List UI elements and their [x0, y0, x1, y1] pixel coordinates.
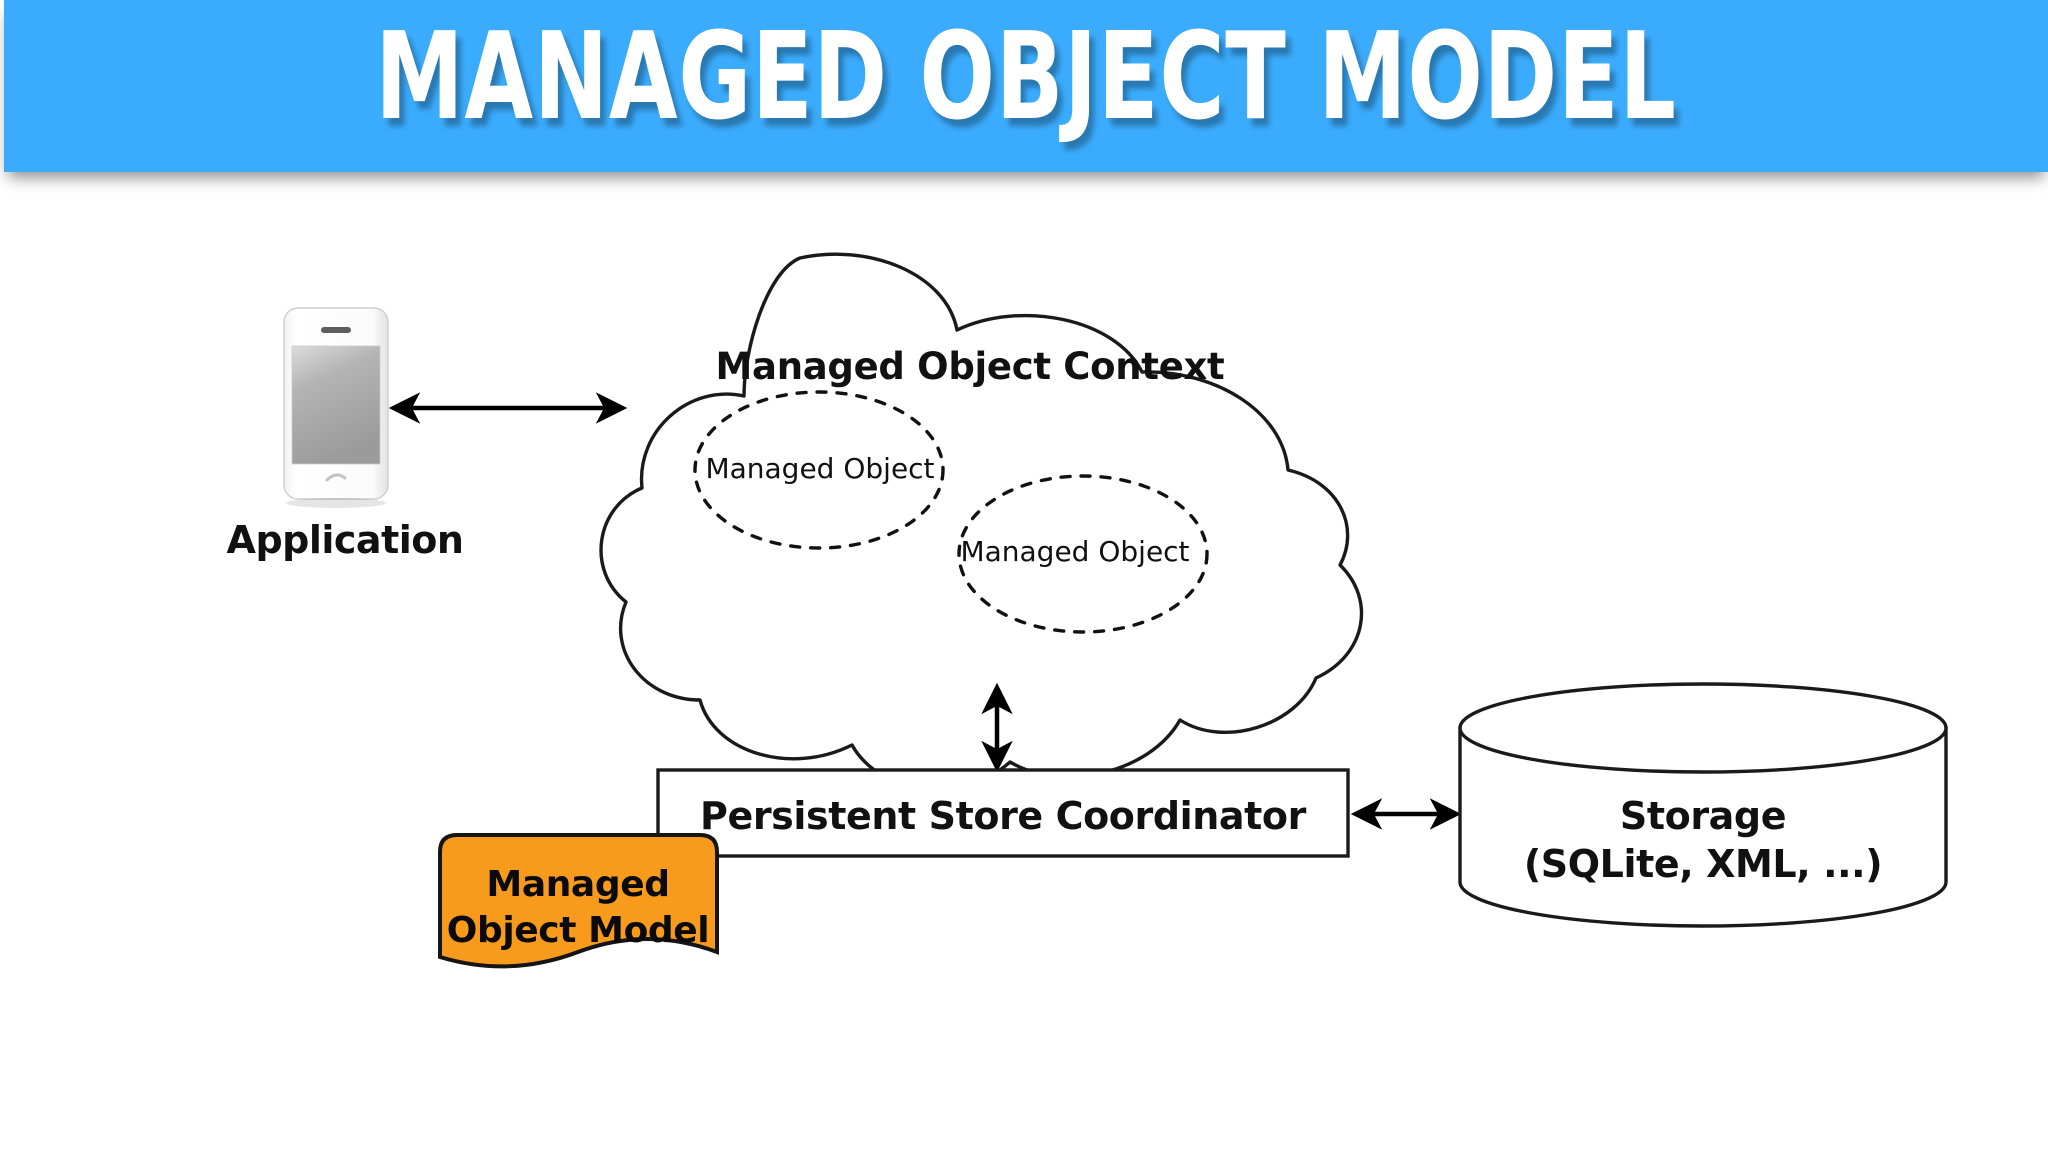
- storage-label: Storage (SQLite, XML, ...): [1460, 792, 1946, 888]
- persistent-store-coordinator-box: [656, 768, 1350, 858]
- storage-label-line1: Storage: [1619, 794, 1787, 838]
- persistent-store-coordinator-label: Persistent Store Coordinator: [700, 794, 1306, 838]
- managed-object-label-1: Managed Object: [705, 452, 935, 485]
- storage-cylinder: [1458, 682, 1948, 928]
- iphone-icon: [283, 307, 389, 508]
- application-label: Application: [226, 518, 464, 562]
- page-title: MANAGED OBJECT MODEL: [375, 8, 1677, 147]
- cloud-shape: [599, 252, 1364, 791]
- managed-object-label-2: Managed Object: [960, 535, 1190, 568]
- managed-object-model-callout: [438, 833, 719, 969]
- managed-object-ellipse-2: [957, 474, 1209, 634]
- managed-object-ellipse-1: [693, 390, 945, 550]
- managed-object-model-line2: Object Model: [446, 910, 710, 951]
- managed-object-model-line1: Managed: [486, 864, 670, 905]
- managed-object-model-label: Managed Object Model: [438, 862, 718, 954]
- title-banner: MANAGED OBJECT MODEL: [4, 0, 2048, 172]
- managed-object-context-label: Managed Object Context: [715, 345, 1225, 388]
- storage-label-line2: (SQLite, XML, ...): [1523, 842, 1883, 886]
